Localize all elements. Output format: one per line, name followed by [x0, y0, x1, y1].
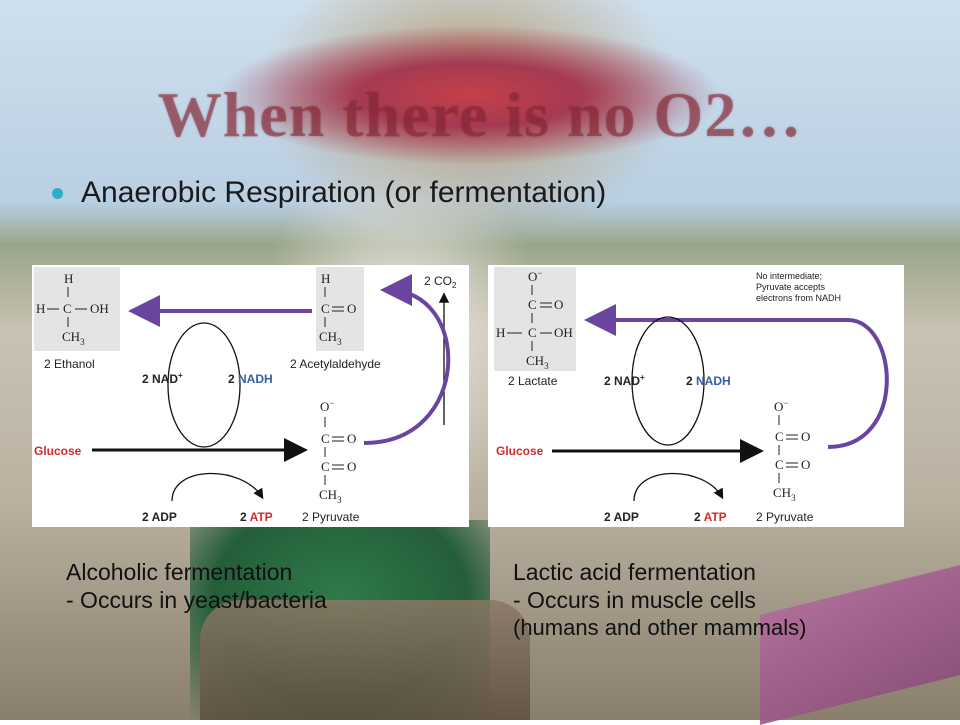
svg-text:O: O: [801, 457, 810, 472]
svg-text:O−: O−: [528, 268, 542, 284]
svg-text:O−: O−: [320, 398, 334, 414]
svg-text:OH: OH: [554, 325, 573, 340]
svg-text:Pyruvate accepts: Pyruvate accepts: [756, 282, 826, 292]
alcoholic-fermentation-diagram: H H C OH CH3 2 Ethanol H C O CH3 2 Acety…: [32, 265, 469, 527]
svg-text:H: H: [321, 271, 330, 286]
lactic-caption: Lactic acid fermentation - Occurs in mus…: [513, 558, 806, 642]
lactic-caption-desc: - Occurs in muscle cells: [513, 587, 756, 613]
atp-label: 2 ATP: [240, 510, 273, 524]
svg-text:C: C: [775, 457, 784, 472]
alcoholic-caption-desc: - Occurs in yeast/bacteria: [66, 587, 327, 613]
bullet-dot-icon: [52, 187, 63, 199]
acetylaldehyde-label: 2 Acetylaldehyde: [290, 357, 381, 371]
nad-plus-label: 2 NAD+: [142, 371, 183, 386]
lactate-label: 2 Lactate: [508, 374, 558, 388]
lactic-caption-note: (humans and other mammals): [513, 615, 807, 640]
atp-label: 2 ATP: [694, 510, 727, 524]
svg-text:O: O: [554, 297, 563, 312]
slide-title: When there is no O2…: [157, 79, 803, 150]
svg-text:O: O: [347, 301, 356, 316]
svg-text:H: H: [64, 271, 73, 286]
reduction-arrow: [584, 304, 889, 449]
svg-text:electrons from NADH: electrons from NADH: [756, 293, 841, 303]
adp-label: 2 ADP: [604, 510, 639, 524]
svg-text:C: C: [321, 459, 330, 474]
glucose-label: Glucose: [34, 444, 82, 458]
svg-text:H: H: [36, 301, 45, 316]
svg-text:CH3: CH3: [319, 329, 342, 347]
svg-text:H: H: [496, 325, 505, 340]
nadh-label: 2 NADH: [228, 372, 273, 386]
svg-text:C: C: [63, 301, 72, 316]
lactic-caption-title: Lactic acid fermentation: [513, 559, 756, 585]
nadh-label: 2 NADH: [686, 374, 731, 388]
svg-text:O: O: [347, 459, 356, 474]
svg-text:OH: OH: [90, 301, 109, 316]
svg-text:CH3: CH3: [62, 329, 85, 347]
glucose-label: Glucose: [496, 444, 544, 458]
svg-text:C: C: [321, 301, 330, 316]
svg-text:C: C: [775, 429, 784, 444]
svg-text:C: C: [321, 431, 330, 446]
nad-plus-label: 2 NAD+: [604, 373, 645, 388]
co2-release-arrow: [363, 274, 451, 445]
svg-text:O: O: [347, 431, 356, 446]
lactic-acid-fermentation-diagram: O− C O H C OH CH3 2 Lactate No intermedi…: [488, 265, 904, 527]
bullet-text: Anaerobic Respiration (or fermentation): [81, 176, 607, 209]
pyruvate-label: 2 Pyruvate: [302, 510, 360, 524]
ethanol-label: 2 Ethanol: [44, 357, 95, 371]
svg-text:C: C: [528, 297, 537, 312]
svg-text:No intermediate;: No intermediate;: [756, 271, 822, 281]
alcoholic-caption-title: Alcoholic fermentation: [66, 559, 293, 585]
svg-text:C: C: [528, 325, 537, 340]
svg-text:CH3: CH3: [773, 485, 796, 503]
svg-text:CH3: CH3: [526, 353, 549, 371]
lactate-box: [494, 267, 576, 371]
acetylaldehyde-box: [316, 267, 364, 351]
svg-text:O: O: [801, 429, 810, 444]
pyruvate-label: 2 Pyruvate: [756, 510, 814, 524]
co2-label: 2 CO2: [424, 274, 457, 290]
alcoholic-caption: Alcoholic fermentation - Occurs in yeast…: [66, 558, 327, 614]
svg-text:CH3: CH3: [319, 487, 342, 505]
svg-text:O−: O−: [774, 398, 788, 414]
adp-label: 2 ADP: [142, 510, 177, 524]
bullet-item: Anaerobic Respiration (or fermentation): [52, 176, 606, 210]
background-stump: [200, 600, 530, 720]
